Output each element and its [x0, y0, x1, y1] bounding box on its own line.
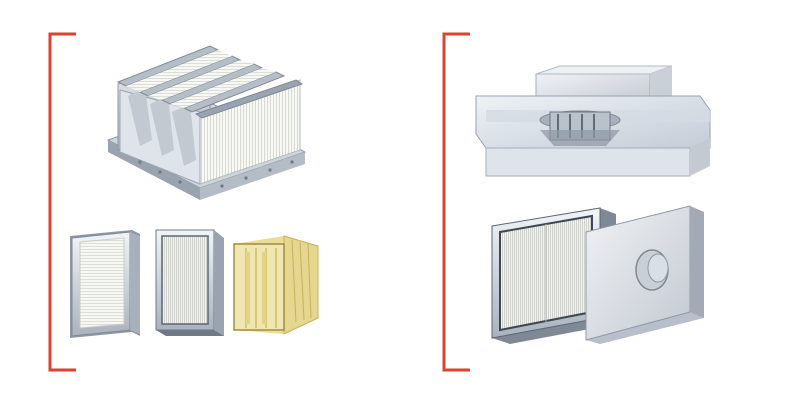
panel-filter-icon [70, 230, 140, 338]
box-hepa-filter-icon [155, 229, 224, 336]
bag-filter-icon [233, 235, 319, 335]
v-bank-filter-icon [106, 45, 307, 200]
fan-filter-unit-icon [475, 65, 711, 177]
hepa-housing-icon [491, 205, 704, 344]
right-bracket [442, 32, 470, 372]
left-bracket [48, 32, 76, 372]
